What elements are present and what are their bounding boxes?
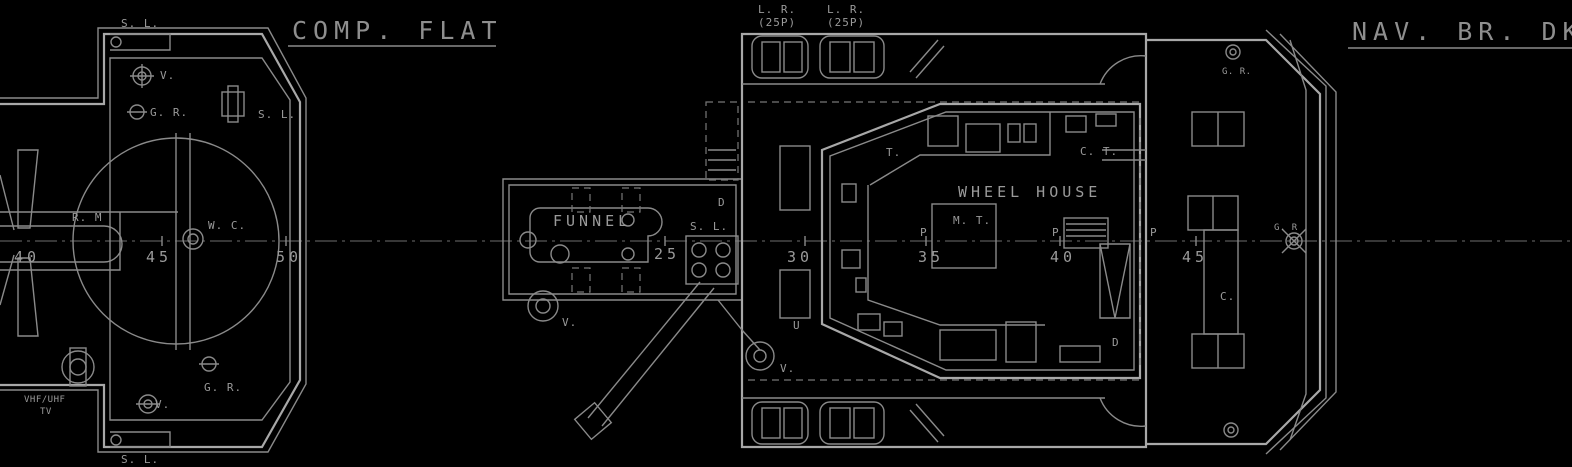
nav-bridge-title: NAV. BR. DK. — [1352, 17, 1572, 46]
c-label: C. — [1220, 290, 1235, 303]
gr-top-label: G. R. — [150, 106, 188, 119]
frame-50-left: 50 — [276, 248, 302, 266]
frame-25: 25 — [654, 245, 680, 263]
d-label: D — [1112, 336, 1120, 349]
v-bottom-label: V. — [155, 398, 170, 411]
v-left-label: V. — [562, 316, 577, 329]
v-top-label: V. — [160, 69, 175, 82]
v-center-label: V. — [780, 362, 795, 375]
frame-40-left: 40 — [14, 248, 40, 266]
comp-flat-section: COMP. FLAT S. L. S. L. S. L. V. V. G. R.… — [0, 16, 503, 466]
tv-label: TV — [40, 407, 52, 417]
ct-label: C. T. — [1080, 145, 1118, 158]
frame-35: 35 — [918, 248, 944, 266]
frame-30: 30 — [787, 248, 813, 266]
sl-bottom-label: S. L. — [121, 453, 159, 466]
sl-right-label: S. L. — [258, 108, 296, 121]
wheel-house-section: WHEEL HOUSE T. C. T. M. T. P P P D 35 40 — [820, 55, 1158, 427]
funnel-deck-section: L. R. (25P) L. R. (25P) FUNNEL S. L. V. … — [502, 3, 1148, 449]
vhf-label: VHF/UHF — [24, 395, 65, 405]
p-label-3: P — [1150, 226, 1158, 239]
lr1-line1: L. R. — [758, 3, 796, 16]
wheel-house-title: WHEEL HOUSE — [958, 183, 1101, 201]
funnel-label: FUNNEL — [553, 212, 631, 230]
rm-label: R. M — [72, 211, 103, 224]
mt-label: M. T. — [953, 214, 991, 227]
frame-45-left: 45 — [146, 248, 172, 266]
d-top-label: D — [718, 196, 726, 209]
gr-bottom-label: G. R. — [204, 381, 242, 394]
lr2-line2: (25P) — [827, 16, 865, 29]
comp-flat-title: COMP. FLAT — [292, 16, 503, 45]
u-label: U — [793, 319, 801, 332]
sl-top-label: S. L. — [121, 17, 159, 30]
sl-center-label: S. L. — [690, 220, 728, 233]
wc-label: W. C. — [208, 219, 246, 232]
lr2-line1: L. R. — [827, 3, 865, 16]
frame-45: 45 — [1182, 248, 1208, 266]
t-label: T. — [886, 146, 901, 159]
p-label-1: P — [920, 226, 928, 239]
nav-bridge-deck-section: NAV. BR. DK. G. R. G. R C. 45 — [1146, 17, 1572, 455]
gr-top-right-label: G. R. — [1222, 67, 1252, 77]
lr1-line2: (25P) — [758, 16, 796, 29]
p-label-2: P — [1052, 226, 1060, 239]
frame-40: 40 — [1050, 248, 1076, 266]
gr-center-right-label: G. R — [1274, 223, 1298, 233]
